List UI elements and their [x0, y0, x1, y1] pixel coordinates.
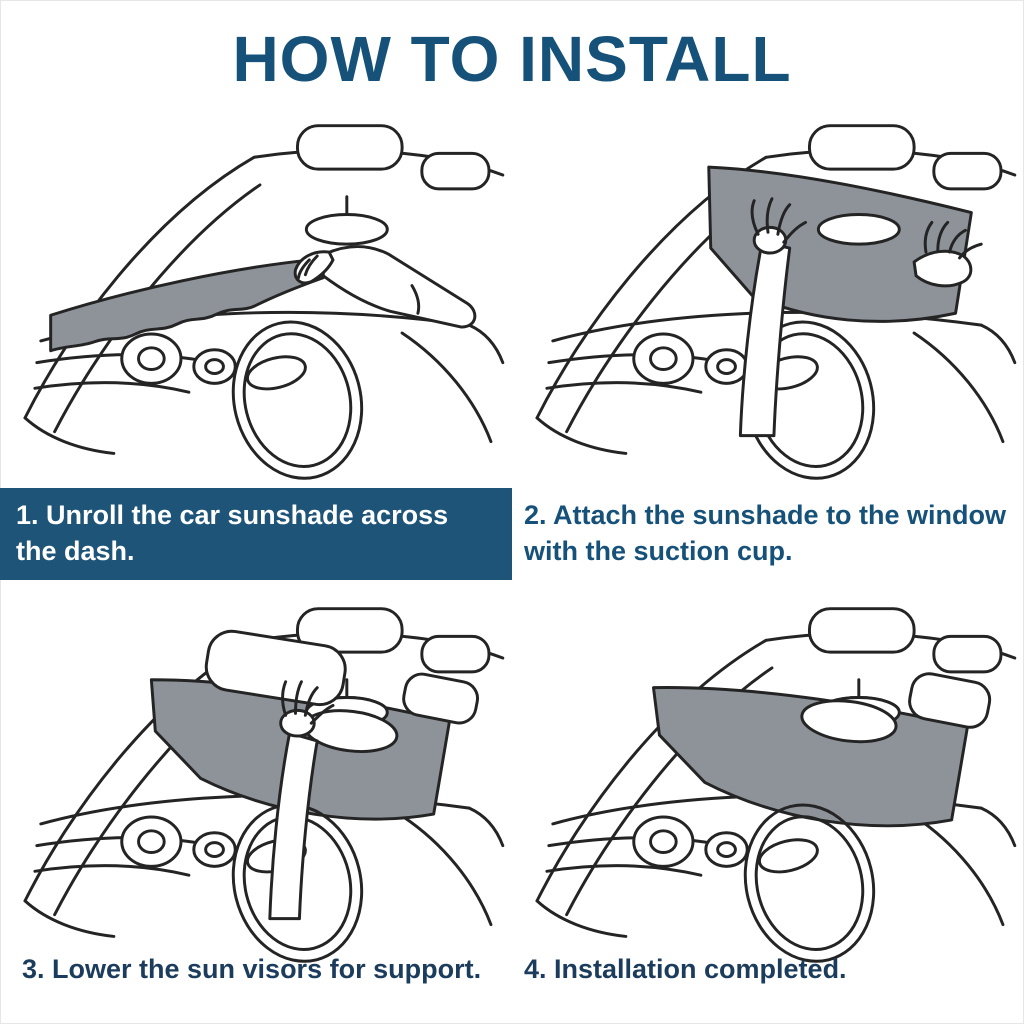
step2-car-interior-drawing — [535, 124, 1017, 487]
left-hand-pressing-icon — [738, 197, 807, 438]
step1-caption-band — [0, 488, 512, 580]
right-sun-visor-icon — [402, 672, 479, 725]
sunshade-unrolled-shape — [49, 258, 325, 353]
hand-unrolling-icon — [293, 245, 477, 329]
sun-visor-mirror-icon — [800, 699, 898, 744]
right-sun-visor-icon — [908, 672, 992, 729]
step2-illustration-panel — [512, 102, 1024, 487]
dashboard-and-steering-wheel — [545, 789, 892, 970]
right-hand-pressing-icon — [912, 220, 983, 288]
step4-illustration-panel — [512, 585, 1024, 970]
step3-illustration-panel — [0, 585, 512, 970]
step3-car-interior-drawing — [23, 607, 505, 970]
step3-caption: 3. Lower the sun visors for support. — [22, 954, 482, 984]
step2-caption: 2. Attach the sunshade to the window wit… — [524, 500, 1007, 566]
step1-illustration-panel — [0, 102, 512, 487]
step1-car-interior-drawing — [23, 124, 505, 487]
dashboard-and-steering-wheel — [545, 306, 892, 487]
dashboard-and-steering-wheel — [33, 789, 380, 970]
step4-car-interior-drawing — [535, 607, 1017, 970]
step4-caption: 4. Installation completed. — [524, 954, 847, 984]
sunshade-on-window-shape — [707, 165, 973, 323]
step1-caption: 1. Unroll the car sunshade across the da… — [16, 500, 449, 566]
sun-visor-icon — [204, 629, 347, 707]
rearview-mirror-icon — [816, 213, 901, 246]
hand-lowering-visor-icon — [268, 680, 335, 921]
page-title: HOW TO INSTALL — [232, 23, 792, 95]
